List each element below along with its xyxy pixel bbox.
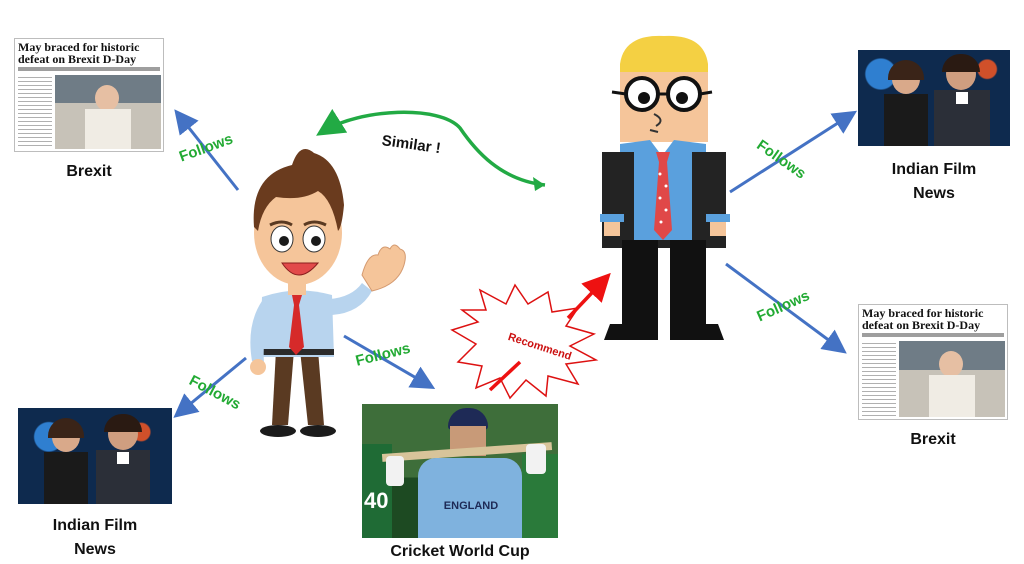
user-cartoon-waving <box>250 149 406 437</box>
indian-film-photo-right <box>858 50 1010 146</box>
brexit-newspaper-right: May braced for historic defeat on Brexit… <box>858 304 1008 420</box>
newspaper-headline-line2: defeat on Brexit D-Day <box>18 52 137 66</box>
similar-arrow-tail-head <box>533 177 545 191</box>
node-label-film-right-line2: News <box>913 185 955 202</box>
newspaper-headline-line2: defeat on Brexit D-Day <box>862 318 981 332</box>
follows-arrow-cricket <box>343 334 436 390</box>
newspaper-headline-line1: May braced for historic <box>862 306 984 320</box>
newspaper-headline-line1: May braced for historic <box>18 40 140 54</box>
cricket-shirt-number: 40 <box>364 488 389 513</box>
cricket-photo: 40 ENGLAND <box>362 404 558 538</box>
follows-arrow-brexit-right <box>725 262 847 354</box>
node-label-film-left-line2: News <box>74 541 116 558</box>
follows-arrow-brexit-left <box>174 109 240 191</box>
indian-film-photo-left <box>18 408 172 504</box>
recommend-arrow-upper <box>566 272 611 320</box>
node-label-brexit-left: Brexit <box>66 163 112 180</box>
newspaper-photo <box>899 341 1005 417</box>
edge-label-follows-film-right: Follows <box>753 137 808 183</box>
cricket-shirt-text: ENGLAND <box>443 500 499 512</box>
user-cartoon-glasses <box>600 35 730 340</box>
similar-arrow <box>316 108 546 187</box>
brexit-newspaper-left: May braced for historic defeat on Brexit… <box>14 38 164 152</box>
follows-arrow-film-right <box>729 110 858 194</box>
recommend-burst <box>450 283 599 400</box>
newspaper-photo <box>55 75 161 149</box>
node-label-cricket: Cricket World Cup <box>390 543 530 560</box>
node-label-film-right-line1: Indian Film <box>891 161 977 178</box>
node-label-brexit-right: Brexit <box>910 431 956 448</box>
node-label-film-left-line1: Indian Film <box>52 517 138 534</box>
follows-arrow-film-left <box>173 356 247 418</box>
recommend-arrow-lower <box>488 360 522 392</box>
